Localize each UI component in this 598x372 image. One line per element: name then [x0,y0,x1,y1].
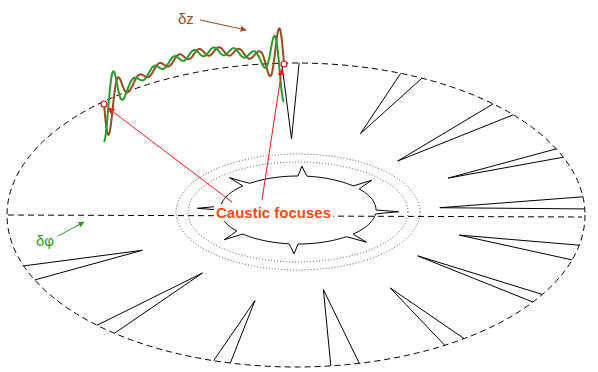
caustic-label: Caustic focuses [214,204,333,221]
inner-star-outline [197,166,398,254]
caustic-wedge [360,73,421,133]
leader-arrow [108,108,232,202]
caustic-wedge [97,273,202,333]
caustic-focus [101,101,107,107]
caustic-focus [281,61,287,67]
caustic-wedge [390,288,464,345]
dotted-ring [176,154,420,270]
caustic-wedge [323,290,359,366]
caustic-wedge [418,256,543,302]
leader-arrow [58,222,84,236]
outer-orbit [7,63,585,367]
caustic-wedge [459,235,579,260]
dz-label: δz [176,10,196,27]
caustic-wedge [398,104,514,161]
inner-star [197,166,398,254]
caustic-wedge [24,250,143,280]
leader-arrow [262,69,282,200]
dotted-ring [188,162,408,262]
caustic-wedge [440,197,585,209]
caustic-wedge [214,300,255,363]
caustic-wedges [24,63,585,366]
caustic-wedge [448,149,563,178]
leader-arrow [200,20,246,30]
dphi-label: δφ [34,232,56,249]
